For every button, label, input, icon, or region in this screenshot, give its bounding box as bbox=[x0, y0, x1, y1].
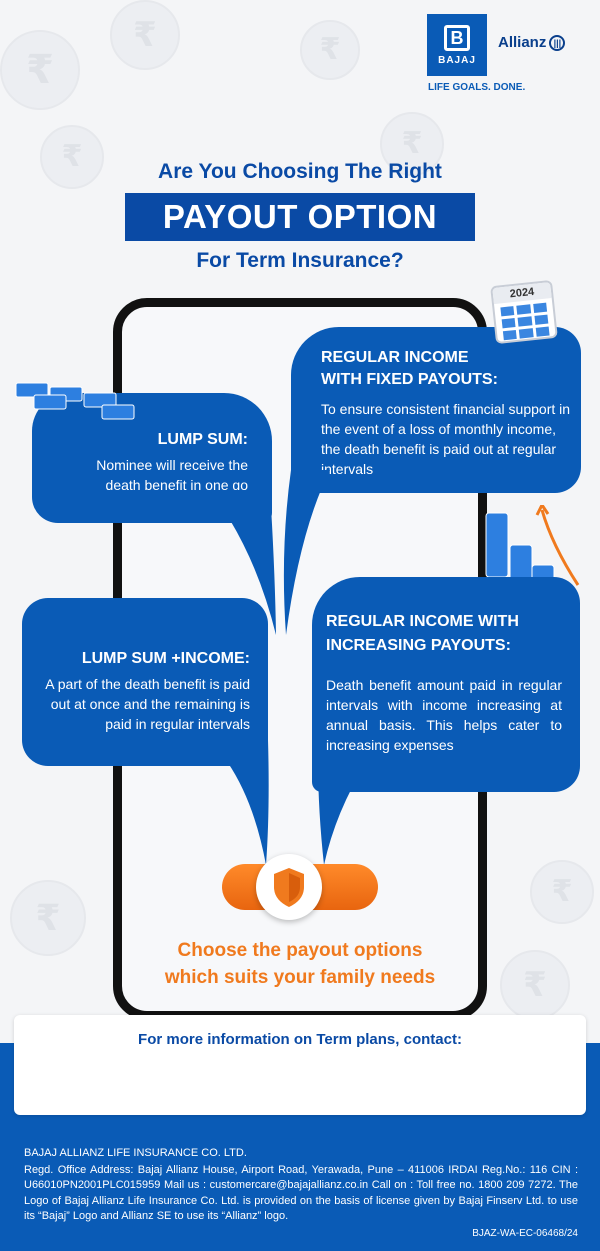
regular-increasing-title-2: INCREASING PAYOUTS: bbox=[326, 637, 511, 654]
regular-increasing-title-1: REGULAR INCOME WITH bbox=[326, 613, 519, 630]
allianz-word: Allianz bbox=[498, 34, 547, 51]
bubble-tail bbox=[230, 490, 276, 635]
regular-increasing-text: Death benefit amount paid in regular int… bbox=[326, 677, 562, 753]
bg-coin: ₹ bbox=[110, 0, 180, 70]
bajaj-logo: B BAJAJ bbox=[427, 14, 487, 76]
allianz-mark-icon: ||| bbox=[549, 34, 566, 51]
footer-body: Regd. Office Address: Bajaj Allianz Hous… bbox=[24, 1163, 578, 1223]
shield-icon bbox=[274, 868, 304, 907]
bg-coin: ₹ bbox=[10, 880, 86, 956]
bg-coin: ₹ bbox=[380, 112, 444, 176]
money-stack-icon bbox=[15, 382, 135, 420]
regular-fixed-title-1: REGULAR INCOME bbox=[321, 349, 469, 366]
cta-line1: Choose the payout options bbox=[177, 940, 423, 961]
footer-code: BJAZ-WA-EC-06468/24 bbox=[472, 1228, 578, 1239]
cta-text: Choose the payout options which suits yo… bbox=[0, 937, 600, 991]
shield-badge bbox=[256, 854, 322, 920]
tagline: LIFE GOALS. DONE. bbox=[428, 82, 526, 93]
regular-fixed-text: To ensure consistent financial support i… bbox=[321, 401, 571, 477]
logo-word: BAJAJ bbox=[438, 54, 476, 66]
calendar-icon: 2024 bbox=[490, 279, 558, 345]
bg-coin: ₹ bbox=[530, 860, 594, 924]
cta-line2: which suits your family needs bbox=[164, 967, 436, 988]
lump-sum-text: Nominee will receive the death benefit i… bbox=[96, 457, 248, 493]
regular-fixed-title-2: WITH FIXED PAYOUTS: bbox=[321, 371, 498, 388]
bg-coin: ₹ bbox=[40, 125, 104, 189]
bubble-tail bbox=[283, 470, 330, 635]
contact-card: For more information on Term plans, cont… bbox=[14, 1015, 586, 1115]
bubble-regular-increasing: REGULAR INCOME WITH INCREASING PAYOUTS: … bbox=[312, 577, 580, 792]
lump-sum-income-title: LUMP SUM +INCOME: bbox=[81, 650, 250, 667]
lump-sum-title: LUMP SUM: bbox=[157, 431, 248, 448]
headline-line1: Are You Choosing The Right bbox=[158, 160, 442, 183]
headline-line3: For Term Insurance? bbox=[196, 249, 404, 272]
bubble-regular-fixed: REGULAR INCOME WITH FIXED PAYOUTS: To en… bbox=[291, 327, 581, 493]
allianz-logo: Allianz ||| bbox=[498, 34, 566, 51]
headline-banner: PAYOUT OPTION bbox=[125, 193, 475, 241]
footer-company: BAJAJ ALLIANZ LIFE INSURANCE CO. LTD. bbox=[24, 1147, 247, 1159]
bg-coin: ₹ bbox=[300, 20, 360, 80]
bubble-tail bbox=[318, 760, 368, 865]
bubble-lump-sum-income: LUMP SUM +INCOME: A part of the death be… bbox=[22, 598, 268, 766]
bg-coin: ₹ bbox=[0, 30, 80, 110]
footer-disclaimer: BAJAJ ALLIANZ LIFE INSURANCE CO. LTD. Re… bbox=[24, 1146, 578, 1225]
bubble-tail bbox=[226, 740, 269, 865]
lump-sum-income-text: A part of the death benefit is paid out … bbox=[45, 676, 250, 732]
contact-title: For more information on Term plans, cont… bbox=[138, 1031, 462, 1048]
